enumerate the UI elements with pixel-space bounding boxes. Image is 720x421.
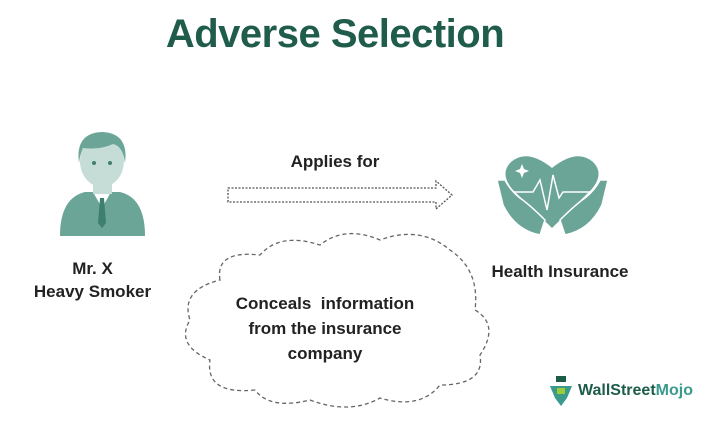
arrow-label: Applies for	[290, 152, 380, 171]
logo-text-part2: Mojo	[655, 382, 693, 399]
health-insurance-icon	[496, 156, 609, 236]
person-label: Mr. X Heavy Smoker	[30, 257, 155, 303]
health-insurance-label: Health Insurance	[491, 262, 629, 281]
person-icon	[60, 132, 145, 236]
logo-text-part1: WallStreet	[578, 382, 656, 399]
logo-icon	[550, 376, 572, 406]
cloud-line: from the insurance	[248, 319, 402, 338]
person-description: Heavy Smoker	[33, 282, 152, 301]
wallstreetmojo-logo: WallStreetMojo	[548, 374, 693, 408]
cloud-line: company	[287, 344, 363, 363]
cloud-text: Conceals information from the insurance …	[205, 291, 445, 366]
dashed-arrow	[227, 179, 453, 211]
page-title: Adverse Selection	[165, 12, 505, 56]
person-name: Mr. X	[72, 259, 113, 278]
thought-cloud	[184, 232, 490, 408]
cloud-line: Conceals information	[235, 294, 415, 313]
